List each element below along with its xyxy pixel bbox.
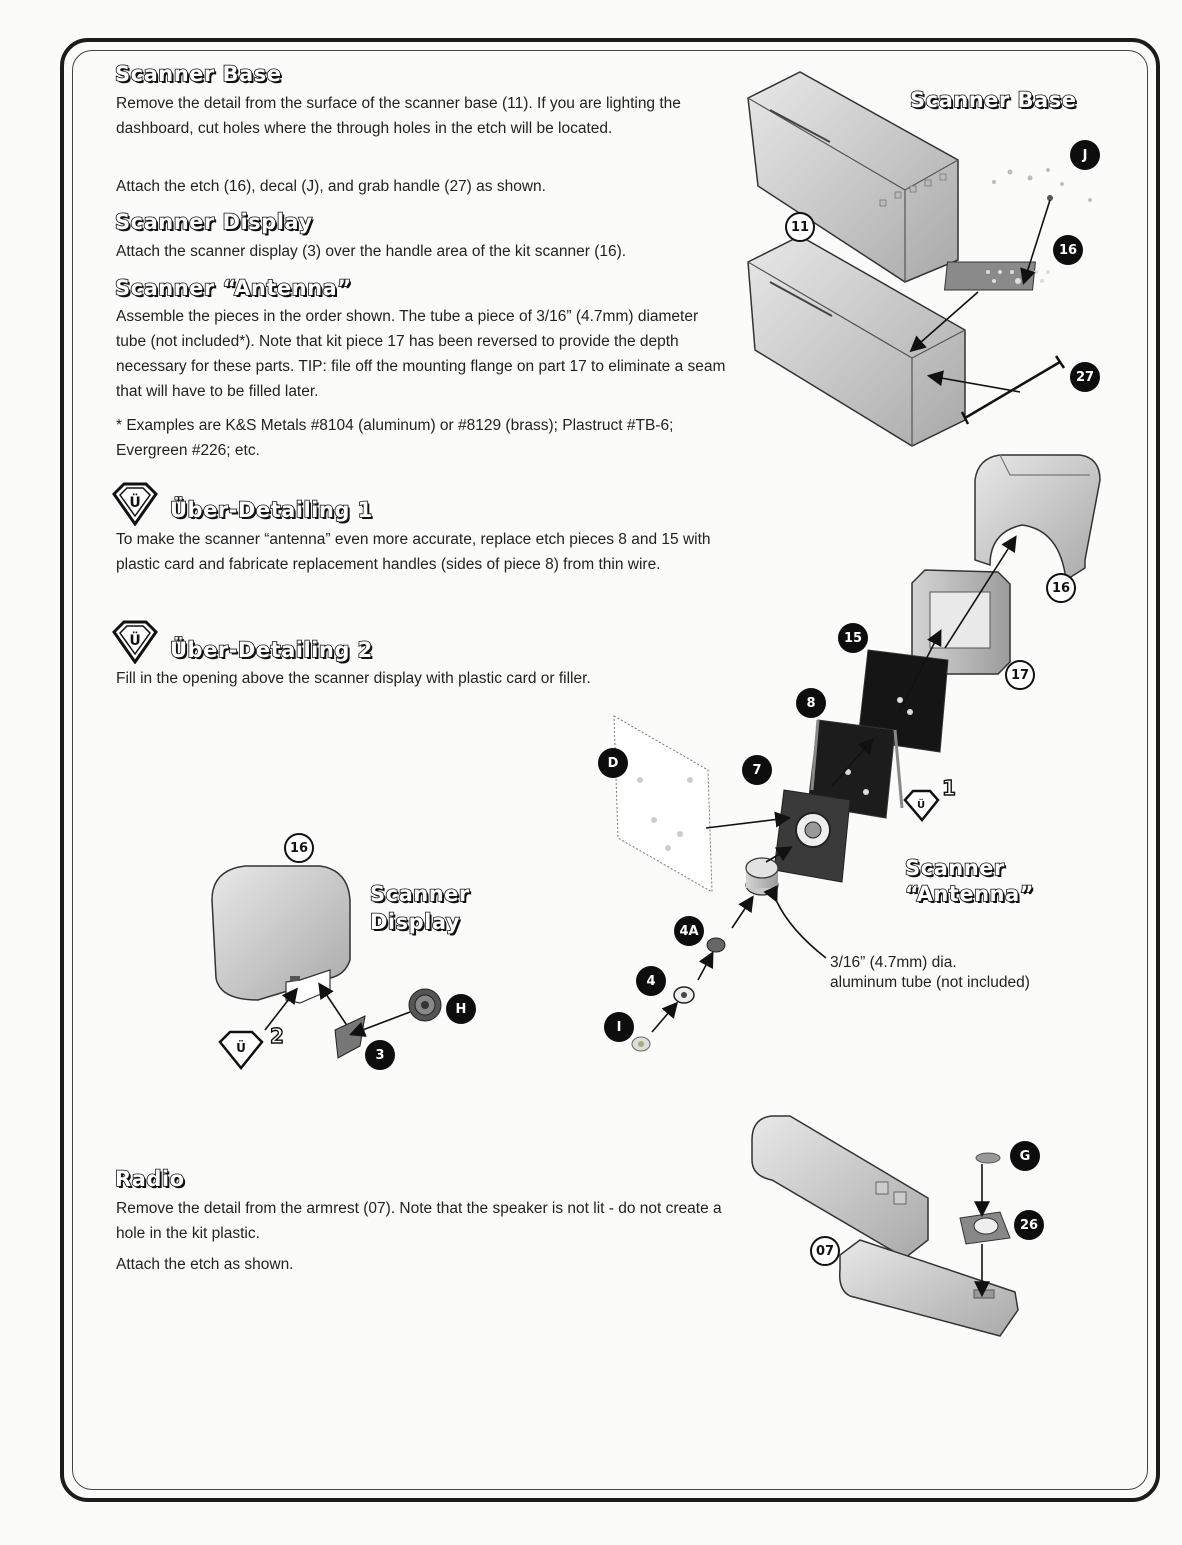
callout-27: 27 [1070,362,1100,392]
etch-16-plate [943,261,1050,291]
page-frame [60,38,1160,1502]
callout-3: 3 [365,1040,395,1070]
part-16-hood [974,454,1101,582]
radio-heading: Radio [114,1166,185,1192]
uber-badge-number-2: 2 [269,1023,284,1048]
part-4-washer [673,986,695,1004]
scanner-base-top-part [747,71,959,283]
uber-badge-number-1: 1 [941,775,956,800]
svg-text:Ü: Ü [236,1040,246,1055]
callout-4a: 4A [674,916,704,946]
callout-d: D [598,748,628,778]
scanner-antenna-heading: Scanner “Antenna” [114,275,352,301]
callout-26: 26 [1014,1210,1044,1240]
callout-h: H [446,994,476,1024]
callout-8: 8 [796,688,826,718]
radio-armrest-top [751,1115,929,1259]
part-4a-disc [706,937,726,953]
callout-16: 16 [1053,235,1083,265]
radio-para2: Attach the etch as shown. [116,1256,294,1273]
decal-i [631,1036,651,1052]
scanner-display-part-16 [211,865,351,1004]
callout-07: 07 [810,1236,840,1266]
svg-text:Ü: Ü [917,797,925,811]
uber-detailing-2-para1: Fill in the opening above the scanner di… [116,670,591,687]
scanner-base-heading: Scanner Base [114,61,282,87]
callout-4: 4 [636,966,666,996]
diagram-title-antenna-line2: “Antenna” [904,881,1034,907]
diagram-title-antenna-line1: Scanner [904,855,1005,881]
uber-detailing-icon: Ü [112,620,158,664]
etch-15-plate [857,649,949,753]
diagram-title-display-line2: Display [369,909,461,935]
svg-text:Ü: Ü [129,493,140,511]
aluminum-tube [745,857,779,896]
callout-7: 7 [742,755,772,785]
radio-para1: Remove the detail from the armrest (07).… [116,1200,722,1242]
callout-16: 16 [1046,573,1076,603]
diagram-title-display-line1: Scanner [369,881,470,907]
uber-detailing-1-para1: To make the scanner “antenna” even more … [116,531,711,573]
etch-7-plate [773,789,851,883]
diagram-title-scanner-base: Scanner Base [909,87,1077,113]
uber-detailing-1-badge-icon: Ü [903,789,940,822]
scanner-antenna-para2: * Examples are K&S Metals #8104 (aluminu… [116,417,674,459]
svg-text:Ü: Ü [129,631,140,649]
callout-16: 16 [284,833,314,863]
uber-detailing-2-heading: Über-Detailing 2 [169,637,373,663]
scanner-display-para1: Attach the scanner display (3) over the … [116,243,627,260]
tube-note-line2: aluminum tube (not included) [830,974,1030,991]
callout-g: G [1010,1141,1040,1171]
scanner-display-heading: Scanner Display [114,209,313,235]
scanner-base-para2: Attach the etch (16), decal (J), and gra… [116,178,546,195]
decal-h-dial [408,988,442,1022]
tube-note-line1: 3/16” (4.7mm) dia. [830,954,957,971]
uber-detailing-2-badge-icon: Ü [218,1030,264,1070]
decal-d-sheet [613,715,713,893]
scanner-display-part-3 [334,1015,366,1059]
decal-g [975,1152,1001,1164]
callout-15: 15 [838,623,868,653]
callout-17: 17 [1005,660,1035,690]
callout-i: I [604,1012,634,1042]
radio-armrest-bottom [838,1239,1019,1337]
etch-26-plate [959,1211,1011,1245]
uber-detailing-1-heading: Über-Detailing 1 [169,497,373,523]
uber-detailing-icon: Ü [112,482,158,526]
callout-11: 11 [785,212,815,242]
decal-j-dots [992,168,1092,202]
callout-j: J [1070,140,1100,170]
scanner-base-para1: Remove the detail from the surface of th… [116,95,681,137]
scanner-antenna-para1: Assemble the pieces in the order shown. … [116,308,726,400]
